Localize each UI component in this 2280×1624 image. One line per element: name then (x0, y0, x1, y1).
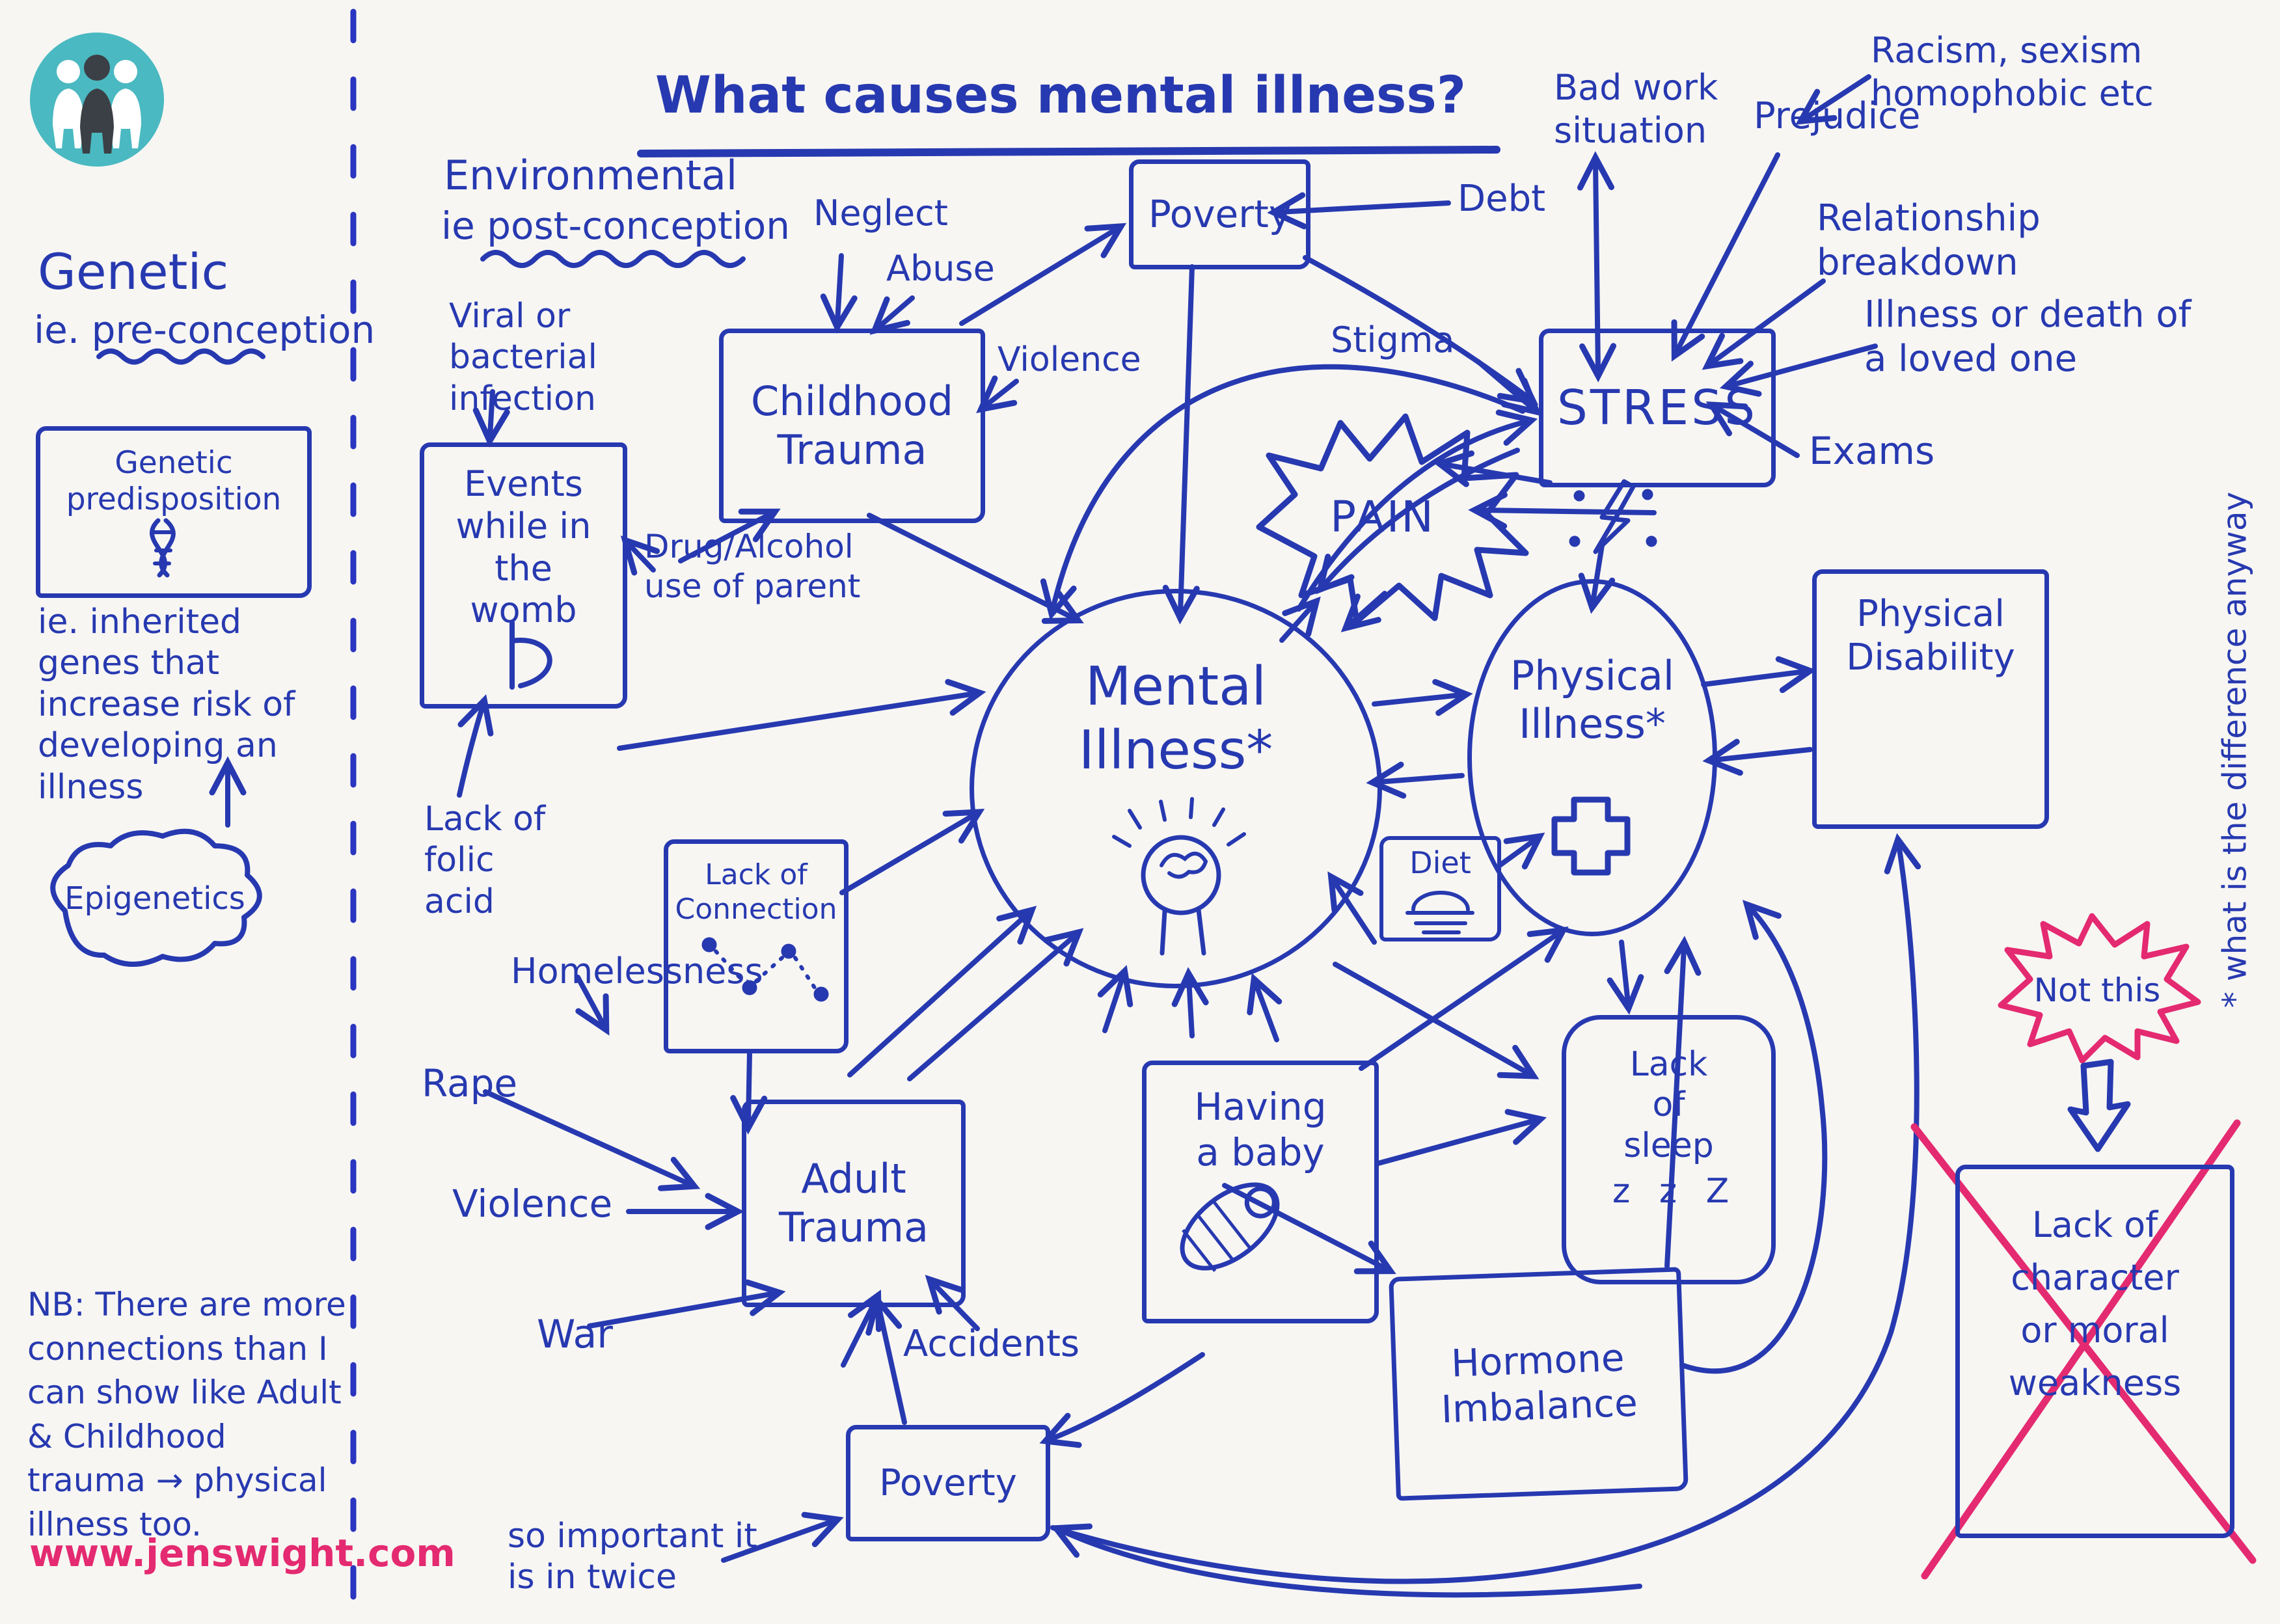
node-diet: Diet (1379, 836, 1501, 941)
person-left-icon (53, 60, 84, 148)
lack-of-connection-label: Lack of Connection (675, 858, 837, 926)
node-mental-illness: Mental Illness* (970, 589, 1382, 988)
node-hormone-imbalance: Hormone Imbalance (1389, 1267, 1689, 1501)
side-note-vertical: * what is the difference anyway (2216, 491, 2254, 1008)
node-lack-of-connection: Lack of Connection (664, 839, 848, 1053)
mental-illness-label: Mental Illness* (1078, 656, 1273, 782)
stress-lightning-icon (1569, 479, 1657, 554)
person-middle-icon (80, 55, 114, 154)
person-right-icon (110, 60, 141, 148)
label-debt: Debt (1458, 178, 1546, 220)
broken-connection-icon (701, 937, 829, 1002)
node-poverty-top: Poverty (1129, 159, 1310, 269)
node-adult-trauma: Adult Trauma (742, 1100, 966, 1307)
not-this-star (1998, 913, 2201, 1064)
label-bad-work: Bad work situation (1554, 67, 1718, 151)
crossed-out-label: Lack of character or moral weakness (2008, 1204, 2182, 1403)
label-relationship-breakdown: Relationship breakdown (1817, 197, 2041, 284)
having-a-baby-label: Having a baby (1194, 1085, 1327, 1174)
physical-illness-label: Physical Illness* (1510, 652, 1675, 748)
node-stress: STRESS (1539, 329, 1776, 487)
epigenetics-label: Epigenetics (64, 880, 245, 917)
label-accidents: Accidents (903, 1323, 1080, 1365)
label-folic-acid: Lack of folic acid (424, 800, 546, 921)
node-having-a-baby: Having a baby (1142, 1061, 1379, 1323)
node-physical-disability: Physical Disability (1812, 569, 2049, 829)
hormone-imbalance-label: Hormone Imbalance (1440, 1335, 1638, 1432)
nb-note: NB: There are more connections than I ca… (27, 1286, 346, 1543)
genetic-predisposition-label: Genetic predisposition (66, 445, 282, 518)
label-prejudice: Prejudice (1754, 95, 1921, 137)
label-abuse: Abuse (886, 248, 995, 289)
label-war: War (537, 1312, 613, 1357)
not-this-label: Not this (2033, 971, 2161, 1009)
label-drug-alcohol: Drug/Alcohol use of parent (644, 528, 861, 605)
three-people-logo (30, 33, 164, 167)
womb-events-label: Events while in the womb (455, 463, 591, 631)
label-exams: Exams (1809, 429, 1935, 473)
node-pain-label: PAIN (1330, 492, 1435, 542)
adult-trauma-label: Adult Trauma (779, 1155, 929, 1251)
environmental-subheading: ie post-conception (441, 204, 791, 248)
page-title: What causes mental illness? (655, 66, 1467, 125)
diet-food-icon (1405, 891, 1474, 934)
hollow-down-arrow-icon (2067, 1059, 2131, 1152)
crossed-out-box: Lack of character or moral weakness (1955, 1165, 2234, 1538)
underlines (96, 146, 1500, 365)
stress-label: STRESS (1556, 379, 1758, 436)
node-physical-illness: Physical Illness* (1467, 579, 1717, 936)
poverty-top-label: Poverty (1148, 191, 1292, 236)
node-womb-events: Events while in the womb (420, 442, 627, 709)
label-stigma: Stigma (1331, 319, 1455, 360)
womb-icon (509, 620, 552, 690)
website-link[interactable]: www.jenswight.com (29, 1531, 455, 1575)
label-homelessness: Homelessness (511, 951, 763, 992)
genetic-subheading: ie. pre-conception (34, 308, 375, 352)
label-so-important: so important it is in twice (508, 1517, 757, 1597)
label-illness-or-death: Illness or death of a loved one (1864, 293, 2192, 381)
label-racism: Racism, sexism homophobic etc (1871, 30, 2154, 114)
node-poverty-bottom: Poverty (846, 1425, 1050, 1541)
predisposition-note: ie. inherited genes that increase risk o… (38, 602, 295, 807)
label-viral-bacterial: Viral or bacterial infection (449, 297, 597, 418)
label-rape: Rape (422, 1061, 518, 1105)
childhood-trauma-label: Childhood Trauma (751, 377, 953, 474)
label-violence-childhood: Violence (998, 340, 1141, 379)
baby-icon (1180, 1182, 1280, 1272)
node-childhood-trauma: Childhood Trauma (719, 329, 985, 523)
poverty-bottom-label: Poverty (879, 1461, 1017, 1504)
physical-disability-label: Physical Disability (1846, 593, 2015, 679)
pink-cross-out (1910, 1119, 2257, 1580)
environmental-heading: Environmental (444, 152, 738, 199)
dna-icon (150, 518, 176, 578)
label-neglect: Neglect (813, 193, 948, 234)
genetic-heading: Genetic (38, 243, 229, 301)
sleep-zzz: z z Z (1612, 1172, 1739, 1211)
lack-of-sleep-label: Lack of sleep (1623, 1045, 1714, 1165)
epigenetics-cloud (50, 828, 262, 967)
node-lack-of-sleep: Lack of sleep (1562, 1015, 1776, 1284)
genetic-predisposition-box: Genetic predisposition (36, 426, 312, 598)
pain-star (1256, 413, 1529, 625)
label-violence-adult: Violence (452, 1182, 613, 1226)
diet-label: Diet (1409, 845, 1471, 880)
